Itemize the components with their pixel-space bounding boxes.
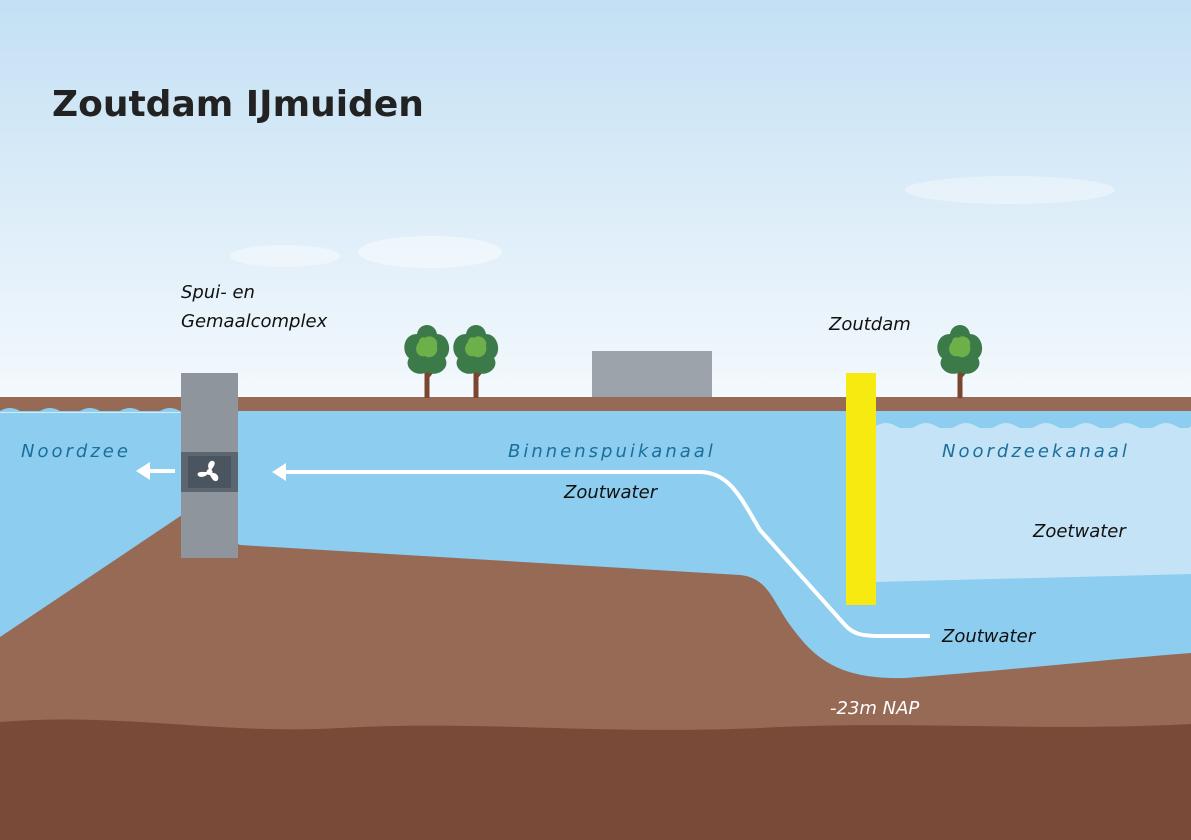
deep-soil [0, 719, 1191, 840]
zoetwater-label: Zoetwater [1032, 521, 1127, 542]
ground-strip [0, 397, 1191, 411]
sky [0, 0, 1191, 400]
zoutwater-channel-label: Zoutwater [563, 482, 659, 503]
pump-propeller-icon [197, 460, 219, 482]
complex-label-line1: Spui- en [181, 282, 255, 303]
salt-dam [846, 373, 876, 605]
cloud [905, 176, 1115, 204]
noordzee-label: Noordzee [21, 441, 131, 462]
zoutwater-bottom-label: Zoutwater [941, 626, 1037, 647]
depth-label: -23m NAP [830, 698, 919, 719]
building [592, 351, 712, 397]
diagram-title: Zoutdam IJmuiden [52, 84, 424, 125]
cloud [358, 236, 502, 268]
salt-water-flow-line [284, 470, 930, 638]
flow-arrow-icon [136, 462, 150, 480]
fresh-water-layer [876, 428, 1191, 582]
noordzeekanaal-label: Noordzeekanaal [942, 441, 1130, 462]
complex-label-line2: Gemaalcomplex [181, 311, 328, 332]
zoutdam-label: Zoutdam [828, 314, 911, 335]
flow-arrow-icon [272, 463, 286, 481]
binnenspuikanaal-label: Binnenspuikanaal [508, 441, 716, 462]
cloud [230, 245, 340, 267]
